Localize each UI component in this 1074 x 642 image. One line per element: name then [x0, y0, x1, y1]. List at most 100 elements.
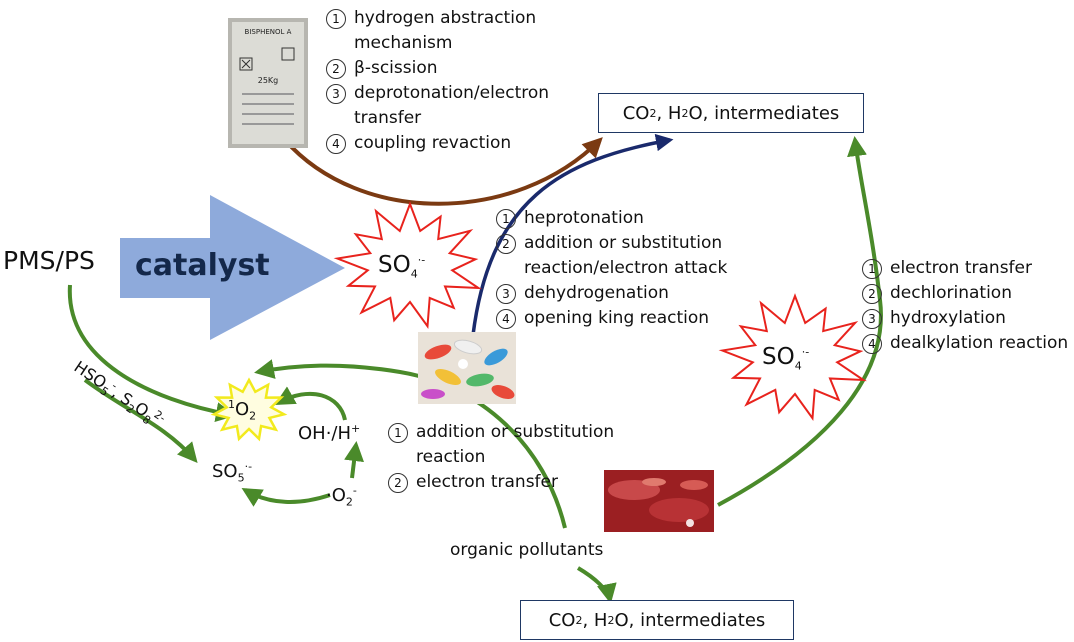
pms-ps-label: PMS/PS — [3, 246, 95, 275]
step-text-line: heprotonation — [524, 208, 644, 228]
pharmaceutical-mechanism-list: 1 heprotonation 2 addition or substitution r… — [496, 206, 727, 331]
sulfate-right-base: SO — [762, 344, 795, 370]
step-text-line: addition or substitution — [524, 233, 723, 253]
sulfate-top-sub: 4 — [410, 267, 418, 281]
step-text-line: reaction/electron attack — [524, 258, 728, 278]
step-text: electron transfer — [890, 256, 1032, 281]
step-number-badge: 3 — [862, 309, 882, 329]
mechanism-step: 1 heprotonation — [496, 206, 727, 231]
ohh-base: OH·/H — [298, 423, 352, 444]
step-text: dealkylation reaction — [890, 331, 1068, 356]
step-text-line: β-scission — [354, 58, 438, 78]
products-bottom-co: CO — [548, 609, 576, 631]
bisphenol-mechanism-list: 1 hydrogen abstraction mechanism 2 β-scissio… — [326, 6, 549, 156]
pharmaceutical-pills-image — [418, 332, 516, 404]
step-number-badge: 1 — [496, 209, 516, 229]
so5-sub: 5 — [237, 471, 245, 485]
arrow-bisphenol-to-products — [283, 137, 603, 206]
arrow-superoxide-to-ohh — [344, 441, 365, 479]
step-text-line: dechlorination — [890, 283, 1012, 303]
dye-mechanism-list: 1 electron transfer 2 dechlorination 3 hydrox… — [862, 256, 1068, 356]
products-bottom-co-sub: 2 — [575, 613, 583, 627]
sulfate-top-sup: ·- — [417, 253, 426, 267]
step-text-line: deprotonation/electron — [354, 83, 550, 103]
singlet-sup: 1 — [228, 398, 235, 411]
step-number-badge: 2 — [862, 284, 882, 304]
step-number-badge: 4 — [862, 334, 882, 354]
step-number-badge: 2 — [496, 234, 516, 254]
mechanism-step: 2 addition or substitution reaction/electr… — [496, 231, 727, 281]
sulfate-right-sup: ·- — [801, 345, 810, 359]
hydroxyl-proton-label: OH·/H+ — [298, 422, 360, 444]
step-text: coupling revaction — [354, 131, 511, 156]
singlet-sub: 2 — [249, 409, 257, 423]
step-text-line: hydrogen abstraction — [354, 8, 537, 28]
catalyst-arrow — [120, 195, 345, 340]
step-text: deprotonation/electron transfer — [354, 81, 549, 131]
step-text-line: addition or substitution — [416, 422, 615, 442]
so5-sup: ·- — [244, 460, 253, 473]
step-text-line: coupling revaction — [354, 133, 512, 153]
step-number-badge: 2 — [326, 59, 346, 79]
superoxide-label: ·O2- — [326, 484, 357, 509]
superoxide-pre: ·O — [326, 485, 346, 506]
step-text: hydrogen abstraction mechanism — [354, 6, 536, 56]
organic-pollutants-label: organic pollutants — [450, 540, 604, 560]
bisphenol-sack-mass: 25Kg — [258, 76, 279, 85]
mechanism-step: 2 electron transfer — [388, 470, 614, 495]
arrow-pharma-to-products — [471, 133, 674, 336]
step-number-badge: 4 — [496, 309, 516, 329]
arrow-pollutants-to-singlet — [254, 359, 567, 529]
step-text-line: reaction — [416, 447, 486, 467]
step-text: dehydrogenation — [524, 281, 669, 306]
sulfate-radical-label-top: SO4·- — [378, 252, 425, 281]
singlet-oxygen-star — [210, 377, 288, 442]
step-number-badge: 2 — [388, 473, 408, 493]
mechanism-step: 1 addition or substitution reaction — [388, 420, 614, 470]
mechanism-step: 4 dealkylation reaction — [862, 331, 1068, 356]
step-text: electron transfer — [416, 470, 558, 495]
arrow-pollutants-to-products — [576, 566, 617, 604]
bisphenol-sack-title: BISPHENOL A — [245, 28, 292, 36]
step-text: opening king reaction — [524, 306, 709, 331]
step-text: addition or substitution reaction — [416, 420, 614, 470]
mechanism-step: 3 dehydrogenation — [496, 281, 727, 306]
step-text-line: dealkylation reaction — [890, 333, 1069, 353]
products-bottom-h-sub: 2 — [607, 613, 615, 627]
step-text: β-scission — [354, 56, 438, 81]
mechanism-step: 2 dechlorination — [862, 281, 1068, 306]
bisphenol-sack-image: BISPHENOL A 25Kg — [228, 18, 308, 148]
singlet-oxygen-label: 1O2 — [228, 398, 256, 423]
step-text-line: transfer — [354, 108, 422, 128]
sulfate-radical-star-right — [718, 293, 867, 421]
step-number-badge: 1 — [862, 259, 882, 279]
products-bottom-tail: O, intermediates — [614, 609, 766, 631]
step-text: addition or substitution reaction/electro… — [524, 231, 727, 281]
step-text-line: mechanism — [354, 33, 453, 53]
dye-wastewater-image — [604, 470, 714, 532]
step-number-badge: 1 — [388, 423, 408, 443]
mechanism-step: 1 hydrogen abstraction mechanism — [326, 6, 549, 56]
step-text-line: opening king reaction — [524, 308, 710, 328]
step-number-badge: 1 — [326, 9, 346, 29]
arrow-superoxide-to-so5 — [241, 487, 331, 507]
catalyst-label: catalyst — [135, 248, 270, 283]
superoxide-sup: - — [352, 484, 357, 497]
step-number-badge: 3 — [496, 284, 516, 304]
step-text-line: electron transfer — [890, 258, 1032, 278]
step-text-line: hydroxylation — [890, 308, 1006, 328]
sulfate-radical-star-top — [333, 201, 482, 329]
step-text: heprotonation — [524, 206, 644, 231]
arrow-ohh-to-singlet — [274, 386, 347, 421]
arrow-pms-to-singlet — [67, 284, 236, 422]
singlet-oxygen-mechanism-list: 1 addition or substitution reaction 2 electr… — [388, 420, 614, 495]
products-top-h-sub: 2 — [681, 106, 689, 120]
superoxide-sub: 2 — [345, 495, 353, 509]
arrow-pms-to-so5 — [83, 378, 198, 464]
